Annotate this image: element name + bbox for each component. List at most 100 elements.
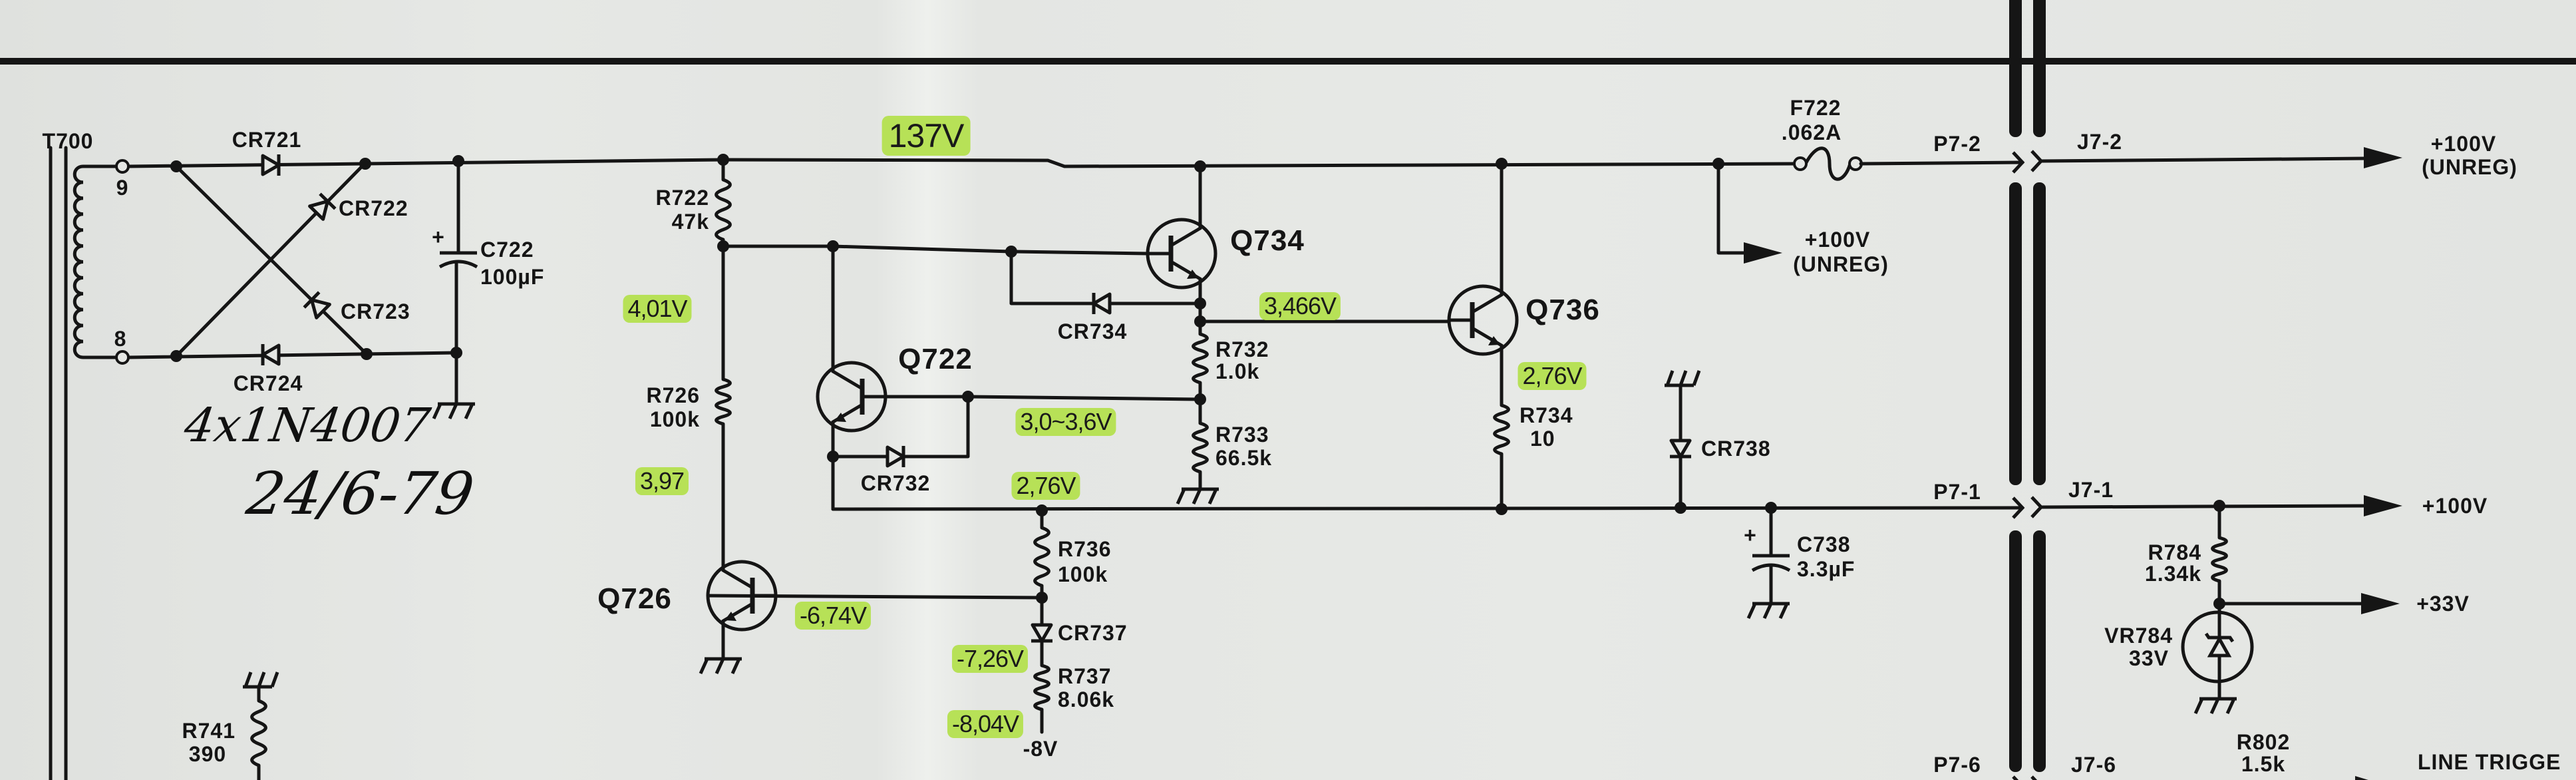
ground-icon bbox=[432, 402, 475, 420]
label-r736: R736 bbox=[1058, 537, 1112, 561]
label-cr737: CR737 bbox=[1058, 621, 1128, 645]
measurement-r722-bottom: 4,01V bbox=[623, 295, 692, 323]
resistor-r741 bbox=[250, 699, 267, 767]
connector-chevron-icon bbox=[2030, 775, 2038, 780]
diode-triangle bbox=[1092, 292, 1112, 315]
transistor-emitter bbox=[721, 602, 754, 624]
measurement-q726-base: -6,74V bbox=[794, 602, 872, 630]
transistor-q736 bbox=[1447, 284, 1519, 356]
resistor-r734 bbox=[1493, 403, 1510, 456]
transistor-emitter bbox=[831, 403, 864, 425]
connector-housing-bar bbox=[2033, 0, 2046, 137]
bridge-bottom-wire bbox=[126, 351, 458, 359]
label-r736-value: 100k bbox=[1058, 562, 1108, 586]
label-c738: C738 bbox=[1797, 532, 1851, 556]
resistor-r726 bbox=[715, 377, 732, 426]
label-p7-6: P7-6 bbox=[1933, 753, 1981, 777]
label-r734-value: 10 bbox=[1530, 427, 1555, 451]
capacitor-curved-plate bbox=[438, 260, 478, 269]
ground-icon bbox=[699, 657, 742, 675]
ground-tick bbox=[448, 403, 458, 420]
diode-cr722 bbox=[308, 192, 337, 221]
label-f722: F722 bbox=[1790, 96, 1842, 120]
diode-cr738 bbox=[1669, 439, 1692, 459]
ground-tick bbox=[270, 672, 279, 687]
transistor-emitter-arrow bbox=[724, 612, 736, 621]
label-q734: Q734 bbox=[1230, 224, 1305, 257]
label-q722: Q722 bbox=[898, 343, 973, 375]
arrow-right-icon bbox=[2364, 495, 2402, 516]
label-out-unreg-voltage: +100V bbox=[2430, 132, 2497, 156]
junction-dot bbox=[1036, 504, 1048, 516]
label-q726: Q726 bbox=[597, 582, 672, 615]
label-r733: R733 bbox=[1215, 423, 1269, 447]
transistor-q734 bbox=[1146, 218, 1217, 290]
label-line-trigger: LINE TRIGGE bbox=[2418, 750, 2561, 774]
measurement-q736-emitter: 2,76V bbox=[1518, 362, 1587, 390]
diode-triangle bbox=[886, 445, 905, 468]
terminal-circle bbox=[115, 350, 130, 365]
label-r734: R734 bbox=[1520, 403, 1573, 427]
diode-triangle bbox=[1031, 623, 1053, 643]
ground-tick bbox=[432, 403, 442, 420]
cr732-wire bbox=[831, 395, 970, 459]
bridge-diagonal bbox=[174, 161, 367, 358]
measurement-rail-voltage: 137V bbox=[882, 116, 971, 156]
ground-tick bbox=[1692, 370, 1701, 386]
diode-cr734 bbox=[1092, 292, 1112, 315]
label-j7-1: J7-1 bbox=[2068, 478, 2114, 502]
diode-cr732 bbox=[886, 445, 905, 468]
label-r737: R737 bbox=[1058, 664, 1112, 688]
label-c722-plus: + bbox=[432, 225, 445, 249]
transistor-q722 bbox=[816, 361, 887, 433]
q726-base-wire bbox=[706, 594, 1044, 600]
connector-housing-bar bbox=[2009, 0, 2022, 137]
connector-housing-bar bbox=[2033, 530, 2046, 772]
junction-dot bbox=[1194, 160, 1206, 172]
junction-dot bbox=[1194, 393, 1206, 405]
label-r802: R802 bbox=[2236, 730, 2291, 754]
ground-tick bbox=[257, 672, 266, 687]
ground-tick bbox=[1665, 370, 1675, 386]
connector-housing-bar bbox=[2009, 182, 2022, 485]
label-vr784-value: 33V bbox=[2129, 646, 2169, 670]
transistor-collector bbox=[721, 567, 754, 590]
handwritten-date: 24/6-79 bbox=[242, 459, 478, 528]
diode-triangle bbox=[261, 343, 281, 366]
transistor-emitter-arrow bbox=[1488, 336, 1500, 345]
label-pin9: 9 bbox=[116, 176, 129, 200]
ground-tick bbox=[1679, 370, 1688, 386]
label-j7-6: J7-6 bbox=[2070, 753, 2117, 777]
label-r732: R732 bbox=[1215, 337, 1269, 361]
ground-tick bbox=[1176, 488, 1186, 505]
diode-triangle bbox=[308, 199, 329, 221]
measurement-cr737-cathode: -7,26V bbox=[951, 645, 1029, 673]
junction-dot bbox=[2213, 500, 2225, 512]
arrow-right-icon bbox=[1744, 242, 1782, 264]
ground-tick bbox=[464, 403, 474, 420]
connector-chevron-icon bbox=[2012, 151, 2025, 174]
junction-dot bbox=[962, 391, 974, 403]
wire bbox=[2039, 156, 2370, 163]
junction-dot bbox=[361, 348, 373, 360]
resistor-r736 bbox=[1033, 526, 1050, 588]
label-t700: T700 bbox=[42, 129, 94, 153]
diode-triangle bbox=[261, 154, 281, 176]
connector-housing-bar bbox=[2009, 530, 2022, 772]
measurement-q734-emitter: 3,466V bbox=[1259, 292, 1341, 320]
label-unreg-branch-voltage: +100V bbox=[1804, 228, 1871, 252]
label-r784: R784 bbox=[2148, 540, 2201, 564]
ground-tick bbox=[1192, 488, 1202, 505]
junction-dot bbox=[170, 350, 182, 362]
label-cr721: CR721 bbox=[232, 128, 302, 152]
label-r722-value: 47k bbox=[671, 210, 709, 234]
label-r741-value: 390 bbox=[188, 742, 227, 766]
connector-chevron-icon bbox=[2012, 496, 2025, 519]
label-f722-value: .062A bbox=[1781, 120, 1842, 144]
ground-icon bbox=[2193, 697, 2237, 715]
arrow-right-icon bbox=[2361, 593, 2400, 614]
transistor-emitter bbox=[1170, 260, 1202, 282]
junction-dot bbox=[1005, 246, 1017, 258]
transistor-emitter bbox=[1471, 326, 1504, 349]
diode-bar bbox=[319, 192, 337, 210]
